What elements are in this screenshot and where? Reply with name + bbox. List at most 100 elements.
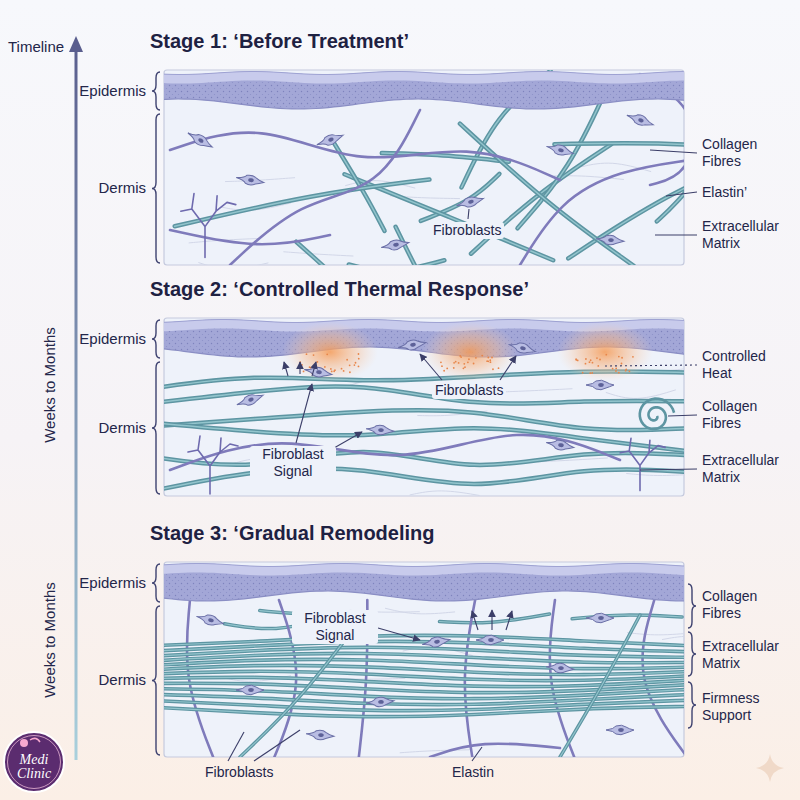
heat-dot [455,361,457,363]
timeline-period: Weeks to Months [41,582,59,698]
heat-dot [615,367,617,369]
heat-dot [621,363,623,365]
heat-dot [464,366,466,368]
collagen-fibre [349,260,445,265]
logo-text: Medi Clinic [7,753,61,781]
fibroblast-cell [315,131,345,150]
heat-dot [615,370,617,372]
heat-dot [473,363,475,365]
heat-dot [575,359,577,361]
elastin-fibre [520,160,684,265]
leader-line [655,234,697,235]
elastin-fibre [170,230,330,244]
layer-bracket [688,584,696,628]
matrix-wisp [283,252,353,256]
heat-dot [596,357,598,359]
elastin-fibre [430,744,560,757]
heat-dot [330,368,332,370]
signal-arrow [500,356,516,380]
layer-bracket [152,320,160,358]
heat-dot [441,365,443,367]
fibroblast-cell [476,635,504,645]
collagen-coil [640,399,674,429]
heat-dot [326,353,328,355]
layer-bracket [152,606,160,755]
fibroblast-cell [455,194,485,211]
matrix-wisp [385,608,455,614]
fibroblast-cell [507,340,537,357]
timeline-period: Weeks to Months [41,327,59,443]
heat-dot [460,356,462,358]
heat-dot [334,369,336,371]
fibroblast-cell [236,685,264,695]
fibroblast-cell [366,424,395,436]
leader-line [605,365,697,366]
timeline-label: Timeline [8,38,64,56]
collagen-fibre [554,143,684,150]
heat-dot [625,370,627,372]
heat-dot [349,371,351,373]
signal-arrow [284,362,288,376]
heat-dot [343,370,345,372]
heat-dot [491,357,493,359]
collagen-fibre [460,124,634,265]
part-label: Collagen Fibres [702,136,788,170]
signal-arrow [506,611,512,630]
collagen-fibre [175,179,430,226]
leader-line [668,415,697,416]
layer-label: Dermis [99,419,147,437]
heat-dot [324,366,326,368]
fibroblast-cell [380,238,409,252]
stage-panel: Stage 3: ‘Gradual Remodeling [150,522,684,757]
part-label: Elastin [452,764,494,781]
collagen-fibre [554,143,684,150]
layer-bracket [152,564,160,602]
collagen-fibre [421,174,500,221]
epidermis-surface [164,72,684,84]
heat-dot [585,363,587,365]
logo-ring [8,736,61,789]
part-label: Fibroblasts [205,764,273,781]
fibroblast-cell [303,365,332,379]
collagen-fibre [296,242,459,265]
matrix-wisp [662,636,684,641]
fibroblast-cell [606,725,634,735]
heat-dot [629,370,631,372]
cell-label: Fibroblasts [430,222,504,239]
fibroblast-cell [586,380,614,390]
heat-dot [358,358,360,360]
leader-line [254,730,300,761]
heat-dot [349,364,351,366]
heat-dot [597,365,599,367]
elastin-fibre [170,133,560,180]
part-label: Elastin’ [702,184,747,201]
collagen-fibre [560,615,640,757]
heat-dot [358,366,360,368]
fibroblast-cell [545,142,575,159]
collagen-fibre [440,614,550,623]
stage-heading: Stage 3: ‘Gradual Remodeling [150,522,684,545]
stage-panel: Stage 2: ‘Controlled Thermal Response’ [150,278,684,496]
heat-dot [575,358,577,360]
layer-bracket [688,682,696,728]
heat-dot [355,362,357,364]
heat-dot [487,357,489,359]
signal-arrow [420,354,442,380]
collagen-fibre [421,174,500,221]
layer-label: Epidermis [79,574,146,592]
collagen-fibre [460,124,634,265]
heat-dot [591,372,593,374]
layer-label: Epidermis [79,82,146,100]
signal-arrow [299,362,300,374]
epidermis-layer [164,72,684,109]
fibroblast-cell [306,729,335,741]
fibroblast-cell [366,696,395,708]
heat-dot [490,361,492,363]
signal-arrow [296,384,312,443]
layer-bracket [688,632,696,676]
part-label: Collagen Fibres [702,398,788,432]
heat-dot [301,364,303,366]
collagen-fibre [164,468,684,492]
heat-dot [599,359,601,361]
leader-line [650,150,697,153]
